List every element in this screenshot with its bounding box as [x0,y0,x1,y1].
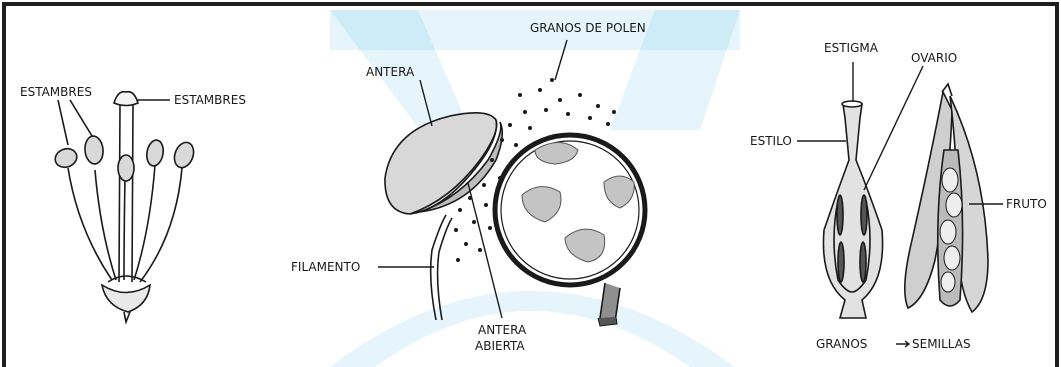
label-semillas: SEMILLAS [912,337,971,351]
label-estambres-left: ESTAMBRES [20,85,92,99]
anther-drawing [385,113,502,320]
label-estambres-right: ESTAMBRES [174,93,246,107]
label-estilo: ESTILO [750,134,792,148]
label-antera-abierta-1: ANTERA [478,323,527,337]
label-fruto: FRUTO [1006,197,1047,211]
label-filamento: FILAMENTO [291,260,360,274]
stamens-flower-drawing [53,92,197,322]
label-ovario: OVARIO [911,51,957,65]
label-estigma: ESTIGMA [824,41,879,55]
fruit-drawing [905,84,988,312]
pistil-drawing [823,101,882,318]
label-granos: GRANOS [816,337,867,351]
label-granos-de-polen: GRANOS DE POLEN [530,21,646,35]
label-antera-abierta-2: ABIERTA [475,339,525,353]
label-antera: ANTERA [366,65,415,79]
